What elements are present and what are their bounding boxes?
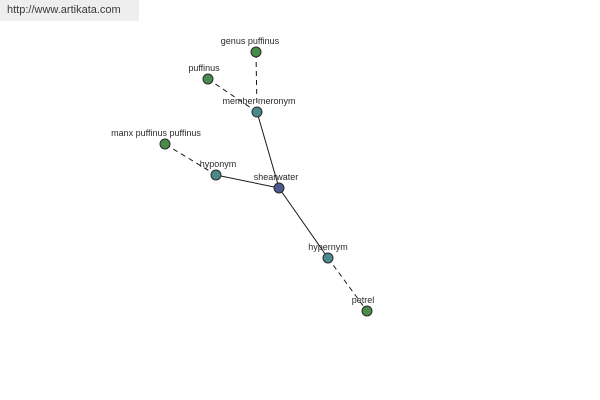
graph-edges (164, 51, 368, 312)
node-label-puffinus[interactable]: puffinus (188, 63, 220, 73)
node-marker-member-meronym[interactable] (251, 106, 263, 118)
node-shearwater[interactable]: shearwater (254, 172, 299, 194)
edge-shearwater-to-hyponym (215, 174, 280, 189)
source-url-banner: http://www.artikata.com (0, 0, 139, 21)
node-label-hypernym[interactable]: hypernym (308, 242, 348, 252)
node-label-manx-puffinus-puffinus[interactable]: manx puffinus puffinus (111, 128, 201, 138)
node-label-member-meronym[interactable]: member meronym (222, 96, 295, 106)
node-petrel[interactable]: petrel (352, 295, 375, 317)
edge-member-meronym-to-genus-puffinus (255, 51, 258, 113)
node-marker-manx-puffinus-puffinus[interactable] (159, 138, 171, 150)
node-hyponym[interactable]: hyponym (200, 159, 237, 181)
node-label-genus-puffinus[interactable]: genus puffinus (221, 36, 280, 46)
node-genus-puffinus[interactable]: genus puffinus (221, 36, 280, 58)
edge-hypernym-to-petrel (327, 257, 368, 312)
node-label-hyponym[interactable]: hyponym (200, 159, 237, 169)
edge-member-meronym-to-puffinus (207, 78, 258, 113)
source-url-link[interactable]: http://www.artikata.com (7, 4, 121, 16)
node-label-petrel[interactable]: petrel (352, 295, 375, 305)
graph-nodes: shearwater member meronym hyponym hypernym g… (111, 36, 375, 317)
node-label-shearwater[interactable]: shearwater (254, 172, 299, 182)
node-marker-shearwater[interactable] (273, 182, 285, 194)
node-member-meronym[interactable]: member meronym (222, 96, 296, 118)
node-hypernym[interactable]: hypernym (308, 242, 348, 264)
node-marker-petrel[interactable] (361, 305, 373, 317)
edge-shearwater-to-hypernym (278, 187, 329, 259)
node-marker-hypernym[interactable] (322, 252, 334, 264)
node-marker-hyponym[interactable] (210, 169, 222, 181)
edge-hyponym-to-manx-puffinus-puffinus (164, 143, 217, 176)
edge-shearwater-to-member-meronym (256, 111, 280, 189)
node-manx-puffinus-puffinus[interactable]: manx puffinus puffinus (111, 128, 201, 150)
node-marker-puffinus[interactable] (202, 73, 214, 85)
node-marker-genus-puffinus[interactable] (250, 46, 262, 58)
node-puffinus[interactable]: puffinus (188, 63, 220, 85)
